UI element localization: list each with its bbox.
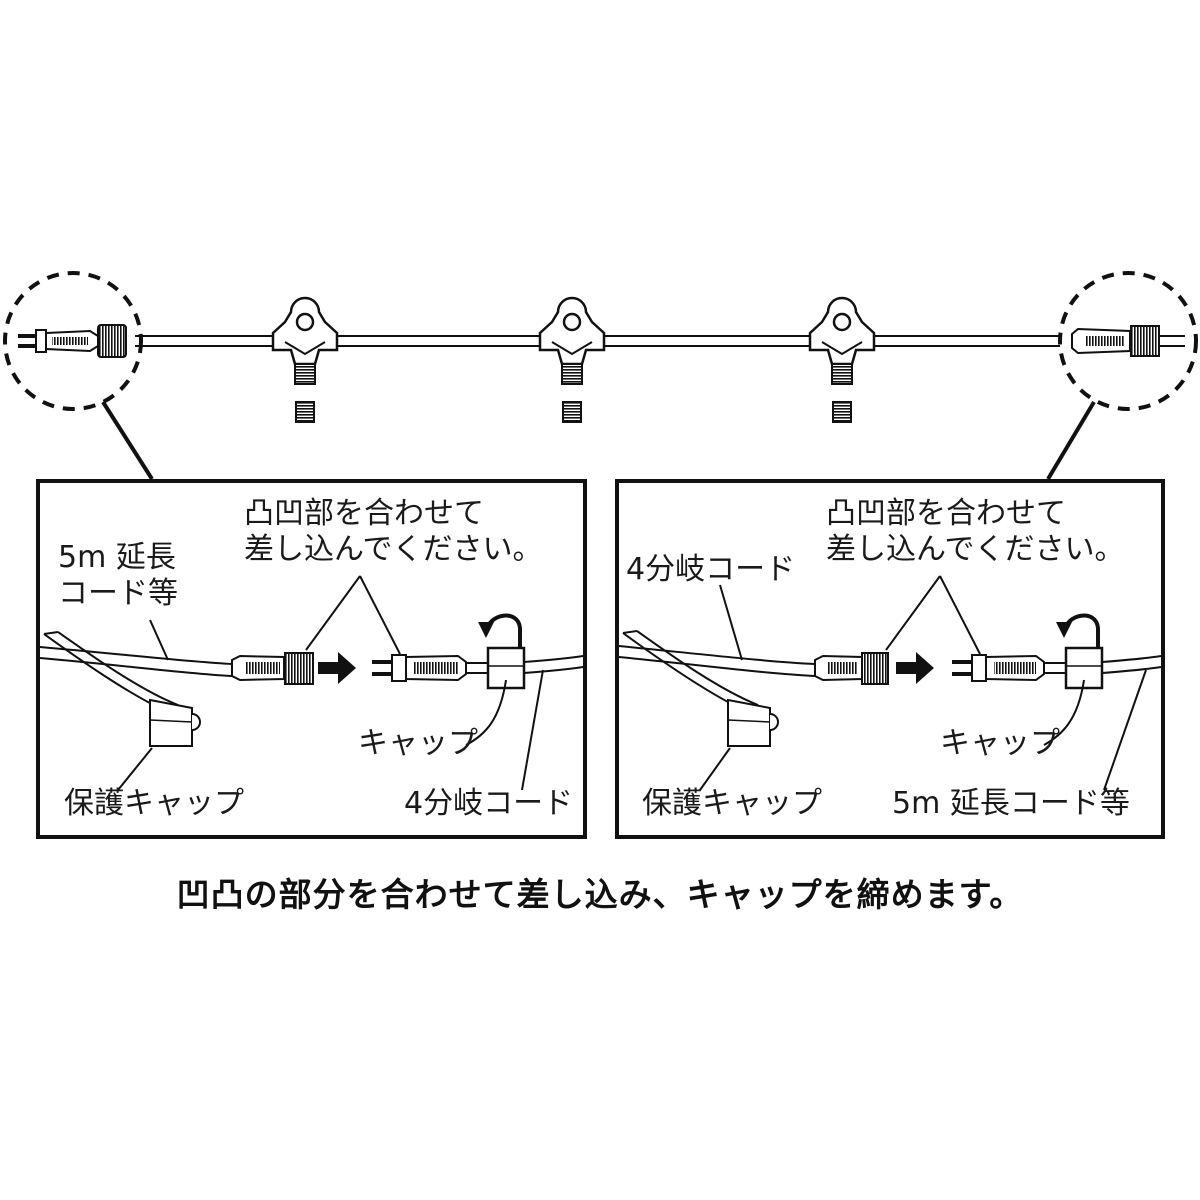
t-junction-2 [538, 296, 606, 423]
instruction-caption: 凹凸の部分を合わせて差し込み、キャップを締めます。 [176, 875, 1024, 914]
branch-cord-overview [3, 271, 1198, 481]
label-protect-cap-left: 保護キャップ [64, 786, 244, 821]
ext-plug-icon [952, 654, 1068, 682]
right-callout-line [1046, 400, 1096, 481]
insert-arrow-icon [318, 652, 356, 684]
protective-cap-icon-right [622, 630, 779, 747]
branch-cord-connector-icon [814, 652, 889, 685]
left-callout-line [101, 400, 154, 481]
label-branch-cord-right: 4分岐コード [626, 552, 796, 587]
left-zoom-circle [3, 271, 143, 411]
right-connector-icon [1071, 325, 1185, 357]
label-protect-cap-right: 保護キャップ [642, 786, 822, 821]
t-junction-3 [808, 296, 876, 423]
ext-cord-connector-icon [231, 652, 314, 685]
t-junction-1 [271, 296, 339, 423]
protective-cap-icon [43, 631, 201, 747]
cap-icon [478, 613, 584, 690]
left-plug-icon [18, 324, 127, 358]
label-align-right: 凸凹部を合わせて 差し込んでください。 [826, 496, 1125, 567]
branch-plug-icon [372, 654, 490, 682]
label-branch-cord-left: 4分岐コード [404, 786, 574, 821]
left-detail-panel [36, 479, 587, 839]
right-detail-panel [615, 479, 1165, 839]
insert-arrow-icon-right [896, 652, 934, 684]
label-cap-left: キャップ [358, 726, 478, 761]
label-ext-cord-left: 5m 延長 コード等 [58, 540, 178, 611]
label-ext-cord-right: 5m 延長コード等 [892, 786, 1130, 821]
label-cap-right: キャップ [940, 726, 1060, 761]
right-zoom-circle [1058, 271, 1198, 411]
label-align-left: 凸凹部を合わせて 差し込んでください。 [244, 496, 543, 567]
